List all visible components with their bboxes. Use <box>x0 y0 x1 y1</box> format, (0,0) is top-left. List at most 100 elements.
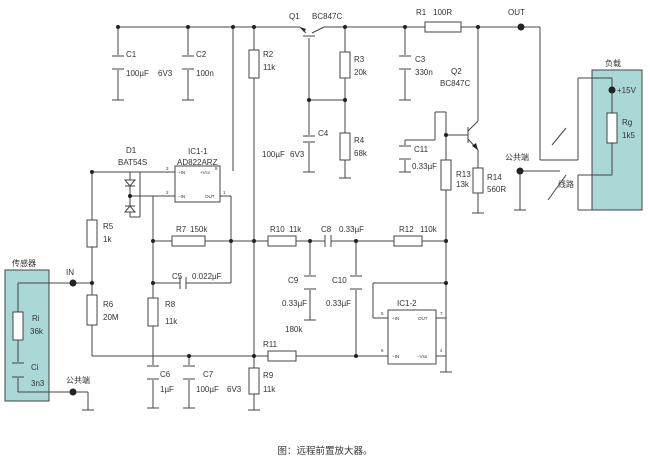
r13-value: 13k <box>456 180 470 189</box>
r6-label: R6 <box>103 300 114 309</box>
ic2-pin-in-plus: +IN <box>392 316 399 321</box>
r6-value: 20M <box>103 313 119 322</box>
ic1-type: AD822ARZ <box>177 158 218 167</box>
r14-label: R14 <box>487 173 502 182</box>
d1-label: D1 <box>126 146 137 155</box>
c7-value: 100µF <box>196 385 219 394</box>
out-label: OUT <box>508 8 525 17</box>
transistors <box>299 26 479 151</box>
c11-value: 0.33µF <box>412 162 437 171</box>
line-label: 线路 <box>558 179 574 189</box>
ic1-pin-in-plus: +IN <box>178 170 185 175</box>
r4-value: 68k <box>354 149 368 158</box>
supply-label: +15V <box>617 86 637 95</box>
c9-value: 0.33µF <box>282 299 307 308</box>
c4-rating: 6V3 <box>290 150 305 159</box>
r12-label: R12 <box>399 225 414 234</box>
ground-symbols <box>82 99 612 411</box>
common-label-left: 公共端 <box>66 375 90 385</box>
common-terminal-left <box>69 388 77 396</box>
r14-value: 560R <box>487 185 506 194</box>
c1-value: 100µF <box>126 69 149 78</box>
ri-value: 36k <box>30 327 44 336</box>
supply-terminal <box>608 86 616 94</box>
r3-label: R3 <box>354 55 365 64</box>
terminals <box>69 23 616 396</box>
r8-label: R8 <box>165 300 176 309</box>
c10-label: C10 <box>332 276 347 285</box>
c11-label: C11 <box>414 145 429 154</box>
r5-label: R5 <box>103 222 114 231</box>
sensor-panel <box>4 269 50 402</box>
ic2-pin-vss: −Vss <box>417 354 428 359</box>
ci-label: Ci <box>31 363 39 372</box>
c3-label: C3 <box>415 55 426 64</box>
wires <box>17 26 613 410</box>
load-title: 负载 <box>605 58 621 68</box>
r4-label: R4 <box>354 136 365 145</box>
labels: Q1 BC847C R1 100R OUT C1 100µF 6V3 C2 10… <box>12 8 637 394</box>
sensor-title: 传感器 <box>12 258 36 268</box>
ic2-pin-out: OUT <box>418 316 428 321</box>
ic1-pin-8: 8 <box>215 166 218 171</box>
ic1-pin-1: 1 <box>223 190 226 195</box>
line-cable <box>547 127 567 201</box>
r2-label: R2 <box>263 50 274 59</box>
ic1-pin-3: 3 <box>166 166 169 171</box>
c9-label: C9 <box>288 276 299 285</box>
r9-label: R9 <box>263 371 274 380</box>
ic2-pin-6: 6 <box>381 348 384 353</box>
q1-type: BC847C <box>312 12 342 21</box>
r11-value: 180k <box>285 325 303 334</box>
r10-label: R10 <box>270 225 285 234</box>
ic2-label: IC1-2 <box>397 299 417 308</box>
rg-label: Rg <box>622 118 632 127</box>
op-amps <box>174 165 437 365</box>
c5-value: 0.022µF <box>192 272 222 281</box>
ri-label: Ri <box>32 314 40 323</box>
c4-value: 100µF <box>262 150 285 159</box>
r3-value: 20k <box>354 68 368 77</box>
r10-value: 11k <box>289 225 302 234</box>
q2-type: BC847C <box>440 79 470 88</box>
ic2-pin-in-minus: −IN <box>392 354 399 359</box>
common-terminal-right <box>516 167 524 175</box>
r9-value: 11k <box>263 385 276 394</box>
c7-rating: 6V3 <box>227 385 242 394</box>
rg-value: 1k5 <box>622 131 635 140</box>
r1-label: R1 <box>416 8 427 17</box>
out-terminal <box>517 23 525 31</box>
r12-value: 110k <box>420 225 438 234</box>
q1-label: Q1 <box>289 12 300 21</box>
c4-label: C4 <box>318 129 329 138</box>
diodes <box>123 179 137 213</box>
c1-rating: 6V3 <box>158 69 173 78</box>
c3-value: 330n <box>415 68 433 77</box>
r2-value: 11k <box>263 63 276 72</box>
figure-caption: 图：远程前置放大器。 <box>277 446 373 457</box>
ic1-pin-2: 2 <box>166 190 169 195</box>
r1-value: 100R <box>433 8 452 17</box>
resistors <box>12 21 618 395</box>
ci-value: 3n3 <box>31 379 45 388</box>
ic1-pin-in-minus: −IN <box>178 194 185 199</box>
junction-dots <box>90 25 480 358</box>
c10-value: 0.33µF <box>326 299 351 308</box>
c8-value: 0.33µF <box>339 225 364 234</box>
r7-label: R7 <box>176 225 187 234</box>
ic2-pin-4: 4 <box>440 348 443 353</box>
r13-label: R13 <box>456 170 471 179</box>
c2-value: 100n <box>196 69 214 78</box>
ic2-pin-7: 7 <box>440 311 443 316</box>
c5-label: C5 <box>172 272 183 281</box>
r11-label: R11 <box>263 340 278 349</box>
c6-label: C6 <box>160 370 171 379</box>
c1-label: C1 <box>126 50 137 59</box>
c6-value: 1µF <box>160 385 174 394</box>
r8-value: 11k <box>165 317 178 326</box>
capacitors <box>12 55 411 380</box>
d1-type: BAT54S <box>118 158 147 167</box>
in-terminal <box>69 279 77 287</box>
c2-label: C2 <box>196 50 207 59</box>
